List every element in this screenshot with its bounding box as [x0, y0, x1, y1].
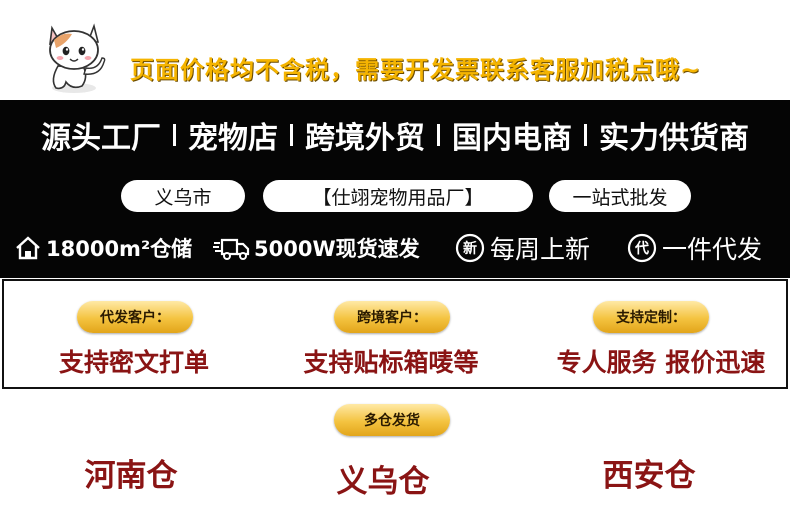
dropship-service-text: 支持密文打单 — [58, 348, 209, 377]
feature-dropship: 代 一件代发 — [626, 230, 762, 266]
warehouse-xian: 西安仓 — [602, 458, 696, 494]
notice-band: 页面价格均不含税，需要开发票联系客服加税点哦~ — [0, 0, 790, 100]
feature-weekly-new: 新 每周上新 — [454, 230, 590, 266]
city-pill: 义乌市 — [121, 180, 245, 212]
divider — [584, 124, 587, 146]
feature-shipping: 5000W现货速发 — [212, 233, 420, 263]
feature-text: 一件代发 — [662, 235, 763, 264]
feature-text: 每周上新 — [490, 235, 591, 264]
badge-char: 新 — [463, 240, 477, 257]
warehouse-yiwu: 义乌仓 — [336, 464, 430, 500]
divider — [437, 124, 440, 146]
badge-char: 代 — [634, 240, 649, 257]
dropship-client-tag: 代发客户： — [77, 301, 193, 333]
services-panel: 代发客户： 跨境客户： 支持定制： 支持密文打单 支持贴标箱唛等 专人服务 报价… — [2, 279, 788, 389]
dai-badge-icon: 代 — [627, 233, 657, 263]
headline-item: 跨境外贸 — [305, 121, 425, 156]
headline: 源头工厂 宠物店 跨境外贸 国内电商 实力供货商 — [0, 112, 790, 158]
truck-icon — [213, 238, 250, 260]
divider — [173, 124, 176, 146]
feature-text: 5000W现货速发 — [254, 237, 420, 261]
factory-name-pill: 【仕翊宠物用品厂】 — [263, 180, 533, 212]
warehouse-henan: 河南仓 — [84, 458, 178, 494]
headline-item: 宠物店 — [188, 121, 278, 156]
multi-warehouse-tag: 多仓发货 — [334, 404, 450, 436]
feature-storage: 18000m²仓储 — [14, 233, 192, 263]
house-icon — [16, 236, 40, 260]
feature-text: 18000m²仓储 — [46, 237, 193, 261]
cartoon-cat-icon — [49, 23, 106, 93]
wholesale-pill: 一站式批发 — [549, 180, 691, 212]
divider — [290, 124, 293, 146]
custom-support-tag: 支持定制： — [593, 301, 709, 333]
custom-service-text: 专人服务 报价迅速 — [556, 348, 766, 377]
headline-item: 源头工厂 — [41, 121, 161, 156]
banner: 源头工厂 宠物店 跨境外贸 国内电商 实力供货商 义乌市 【仕翊宠物用品厂】 一… — [0, 100, 790, 278]
feature-row: 18000m²仓储 5000W现货速发 新 每周上新 代 一件 — [0, 228, 790, 268]
headline-item: 实力供货商 — [599, 121, 749, 156]
tax-notice: 页面价格均不含税，需要开发票联系客服加税点哦~ — [130, 56, 702, 84]
headline-item: 国内电商 — [452, 121, 572, 156]
crossborder-service-text: 支持贴标箱唛等 — [303, 348, 479, 377]
new-badge-icon: 新 — [455, 233, 485, 263]
crossborder-client-tag: 跨境客户： — [334, 301, 450, 333]
